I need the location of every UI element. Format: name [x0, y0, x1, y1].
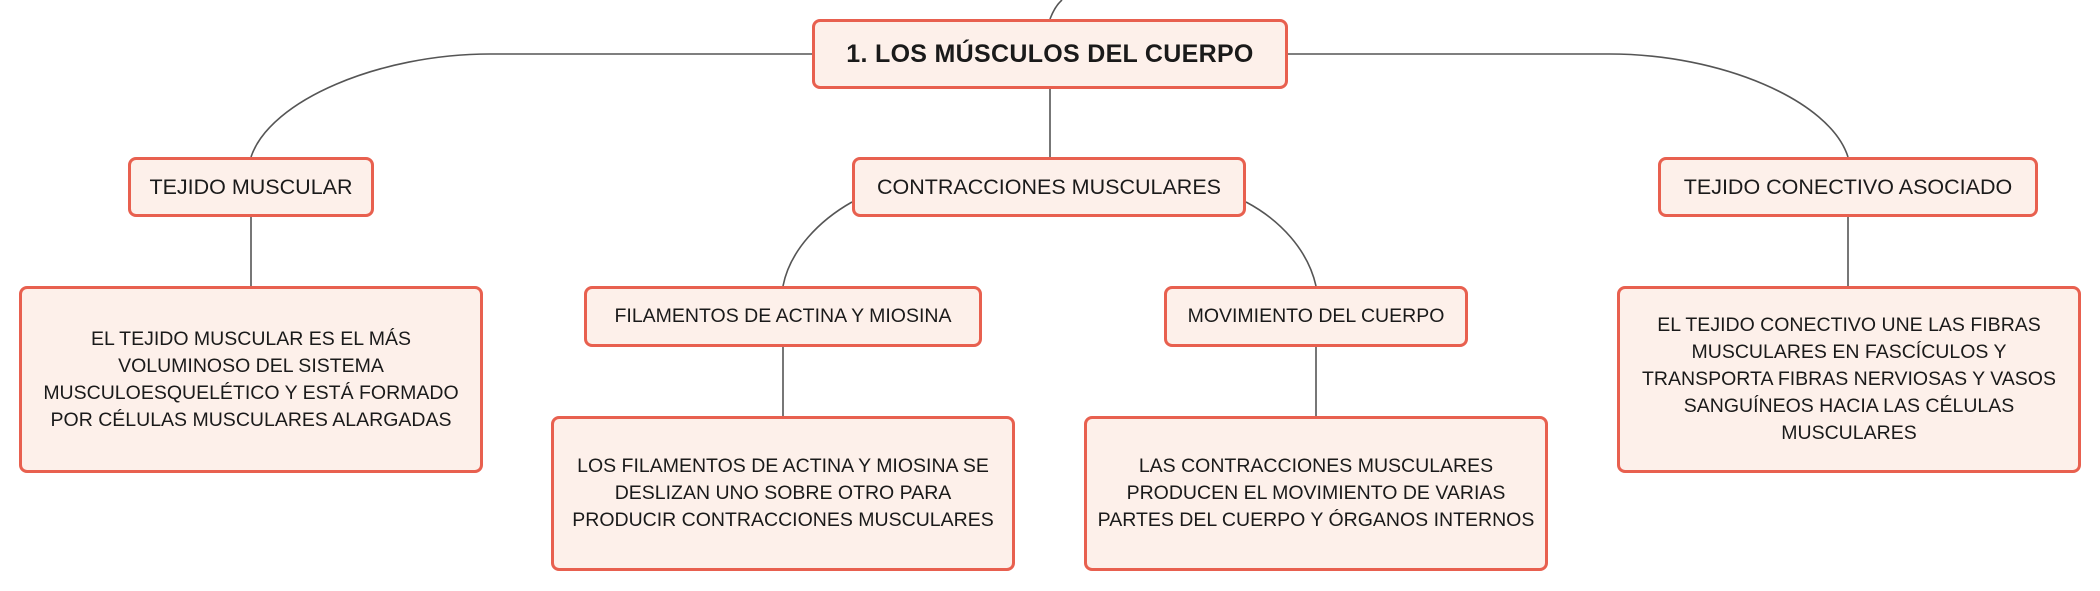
- description-text: LAS CONTRACCIONES MUSCULARES PRODUCEN EL…: [1097, 455, 1535, 531]
- subtopic-label: MOVIMIENTO DEL CUERPO: [1187, 305, 1445, 327]
- subtopic-movimiento-del-cuerpo[interactable]: MOVIMIENTO DEL CUERPO: [1164, 286, 1468, 347]
- subtopic-filamentos-actina-miosina[interactable]: FILAMENTOS DE ACTINA Y MIOSINA: [584, 286, 982, 347]
- root-topic-node[interactable]: 1. LOS MÚSCULOS DEL CUERPO: [812, 19, 1288, 89]
- subtopic-label: FILAMENTOS DE ACTINA Y MIOSINA: [614, 305, 952, 327]
- description-tejido-muscular[interactable]: EL TEJIDO MUSCULAR ES EL MÁS VOLUMINOSO …: [19, 286, 483, 473]
- connector-root-to-tejido-conectivo: [1288, 53, 1849, 158]
- topic-tejido-conectivo-asociado[interactable]: TEJIDO CONECTIVO ASOCIADO: [1658, 157, 2038, 217]
- description-text: LOS FILAMENTOS DE ACTINA Y MIOSINA SE DE…: [572, 455, 994, 531]
- topic-tejido-muscular[interactable]: TEJIDO MUSCULAR: [128, 157, 374, 217]
- connector-contracciones-to-movimiento: [1245, 201, 1317, 287]
- topic-contracciones-musculares[interactable]: CONTRACCIONES MUSCULARES: [852, 157, 1246, 217]
- root-topic-label: 1. LOS MÚSCULOS DEL CUERPO: [846, 39, 1254, 68]
- description-movimiento[interactable]: LAS CONTRACCIONES MUSCULARES PRODUCEN EL…: [1084, 416, 1548, 571]
- connector-contracciones-to-filamentos: [782, 201, 853, 287]
- topic-label: TEJIDO CONECTIVO ASOCIADO: [1683, 174, 2013, 199]
- connector-offscreen-parent: [1049, 0, 1063, 20]
- topic-label: TEJIDO MUSCULAR: [149, 174, 353, 199]
- topic-label: CONTRACCIONES MUSCULARES: [876, 174, 1222, 199]
- description-tejido-conectivo[interactable]: EL TEJIDO CONECTIVO UNE LAS FIBRAS MUSCU…: [1617, 286, 2081, 473]
- description-filamentos[interactable]: LOS FILAMENTOS DE ACTINA Y MIOSINA SE DE…: [551, 416, 1015, 571]
- description-text: EL TEJIDO CONECTIVO UNE LAS FIBRAS MUSCU…: [1642, 314, 2056, 444]
- description-text: EL TEJIDO MUSCULAR ES EL MÁS VOLUMINOSO …: [43, 327, 459, 431]
- connector-root-to-tejido-muscular: [250, 53, 812, 158]
